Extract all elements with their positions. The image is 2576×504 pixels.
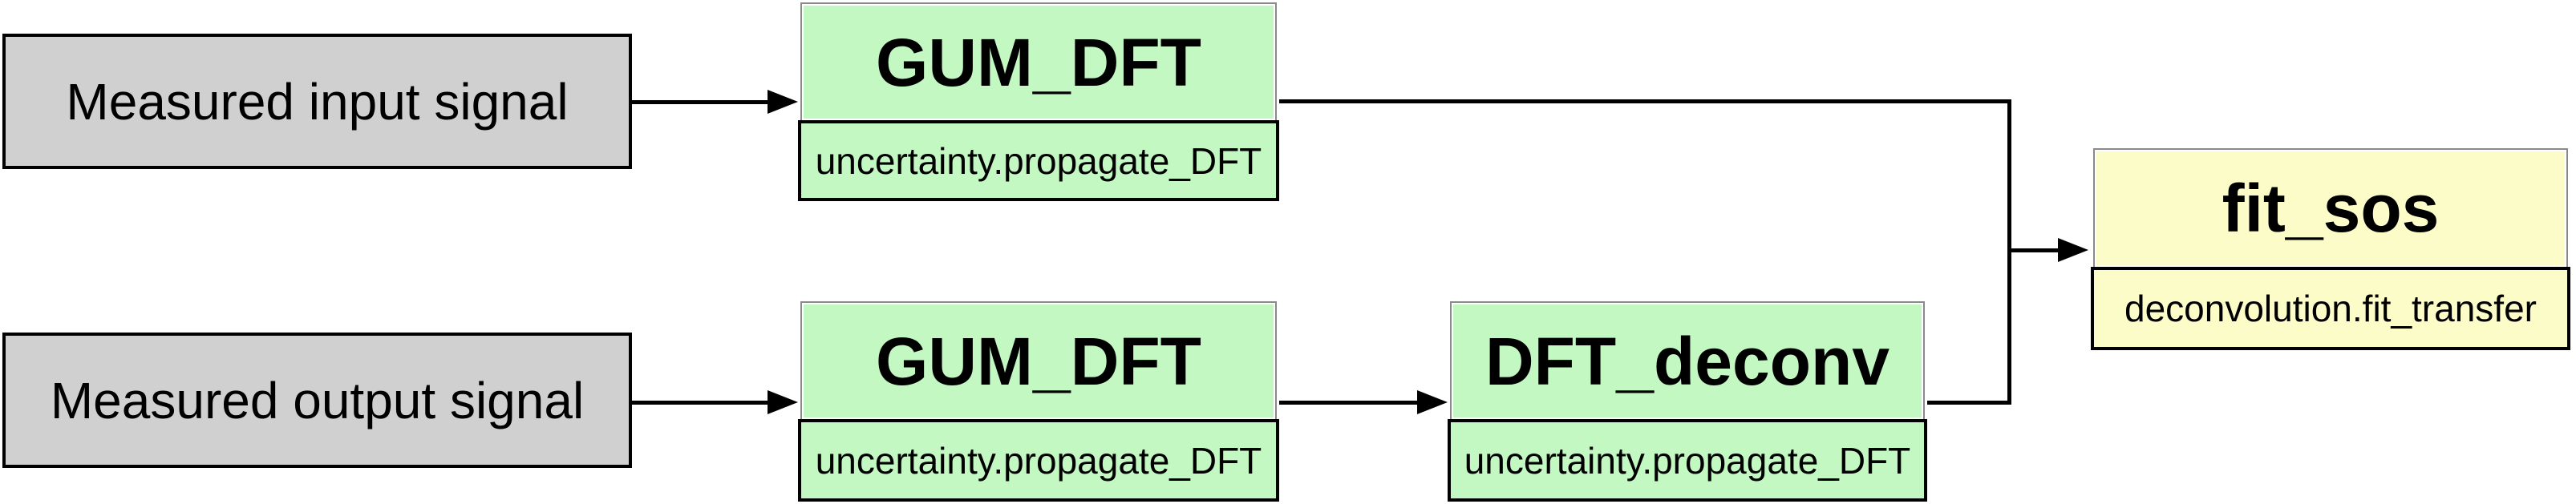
terminal-measured-output-signal: Measured output signal [2, 333, 632, 468]
node-gum-dft-input-subtitle-cell: uncertainty.propagate_DFT [798, 120, 1279, 201]
edge-output-to-gumdft-line [632, 401, 772, 405]
edge-merged-to-fitsos-line [2009, 248, 2061, 252]
terminal-measured-output-signal-label: Measured output signal [50, 371, 585, 429]
edge-dftdeconv-to-fitsos-bottom-line [1927, 401, 2011, 405]
node-dft-deconv-title-cell: DFT_deconv [1450, 301, 1925, 421]
node-fit-sos-title-cell: fit_sos [2093, 148, 2568, 268]
edge-gumdft-to-dftdeconv-line [1279, 401, 1417, 405]
node-dft-deconv-title: DFT_deconv [1484, 323, 1890, 399]
node-fit-sos-subtitle-cell: deconvolution.fit_transfer [2091, 267, 2570, 350]
edge-merged-to-fitsos-arrowhead-icon [2058, 238, 2088, 262]
node-gum-dft-output-subtitle: uncertainty.propagate_DFT [815, 439, 1262, 482]
edge-gumdft-to-dftdeconv-arrowhead-icon [1417, 390, 1448, 414]
node-gum-dft-output-title-cell: GUM_DFT [800, 301, 1277, 421]
node-gum-dft-input-title: GUM_DFT [876, 24, 1201, 100]
terminal-measured-input-signal-label: Measured input signal [66, 72, 569, 131]
node-dft-deconv: DFT_deconv uncertainty.propagate_DFT [1448, 301, 1927, 502]
edge-input-to-gumdft-line [632, 100, 772, 104]
edge-output-to-gumdft-arrowhead-icon [768, 390, 798, 414]
node-gum-dft-output-subtitle-cell: uncertainty.propagate_DFT [798, 419, 1279, 502]
edge-input-to-gumdft-arrowhead-icon [768, 90, 798, 114]
node-gum-dft-input-title-cell: GUM_DFT [800, 2, 1277, 122]
node-dft-deconv-subtitle: uncertainty.propagate_DFT [1464, 439, 1911, 482]
edge-gumdft-to-fitsos-top-line [1279, 99, 2011, 103]
node-gum-dft-output-title: GUM_DFT [876, 323, 1201, 399]
node-gum-dft-input: GUM_DFT uncertainty.propagate_DFT [798, 2, 1279, 201]
node-fit-sos: fit_sos deconvolution.fit_transfer [2091, 148, 2570, 350]
node-fit-sos-subtitle: deconvolution.fit_transfer [2124, 288, 2537, 329]
terminal-measured-input-signal: Measured input signal [2, 34, 632, 169]
node-gum-dft-input-subtitle: uncertainty.propagate_DFT [815, 139, 1262, 182]
node-gum-dft-output: GUM_DFT uncertainty.propagate_DFT [798, 301, 1279, 502]
node-fit-sos-title: fit_sos [2222, 171, 2440, 246]
node-dft-deconv-subtitle-cell: uncertainty.propagate_DFT [1448, 419, 1927, 502]
